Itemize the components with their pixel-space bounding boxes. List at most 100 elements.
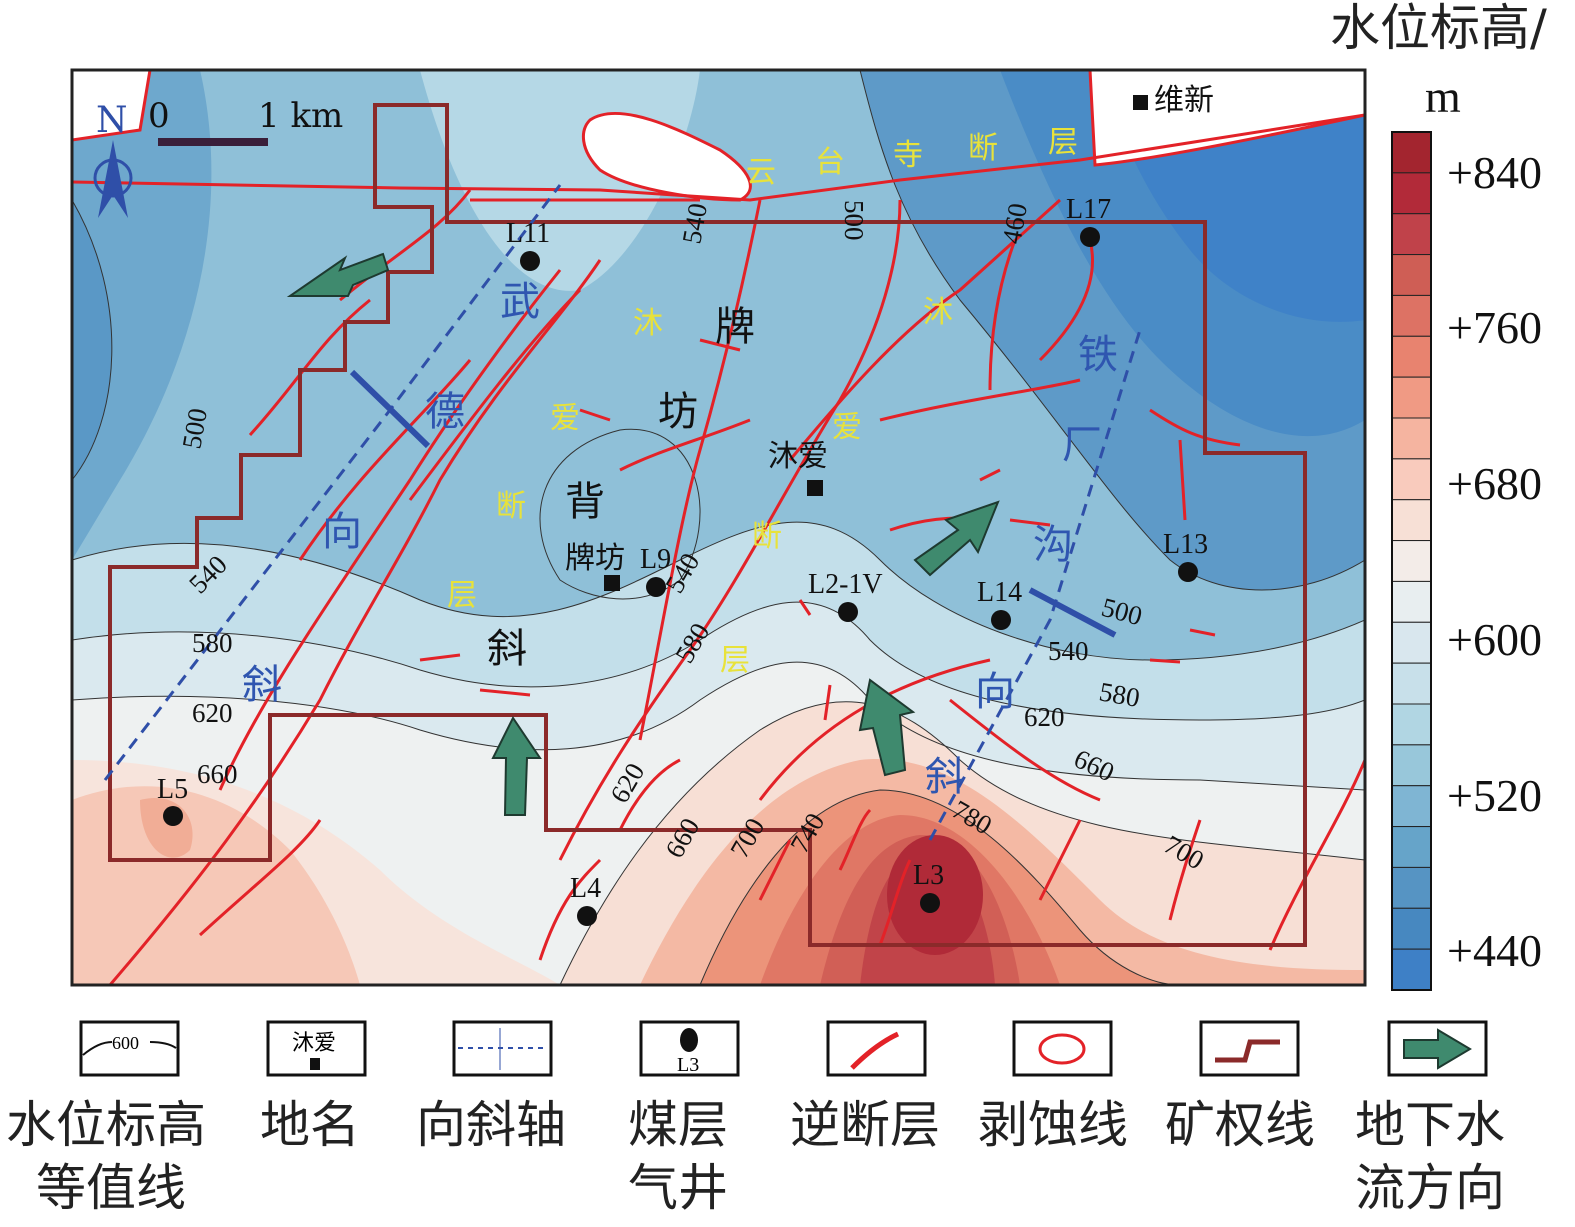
north-label: N	[96, 100, 128, 141]
legend-label: 流方向	[1355, 1159, 1505, 1217]
muai-fault-label-east: 沐 爱 断 层	[720, 295, 953, 678]
place-muai: 沐爱	[768, 439, 828, 474]
char: 武	[500, 279, 540, 325]
char: 断	[496, 489, 526, 524]
well-marker-icon	[163, 806, 183, 826]
colorbar-cell	[1391, 785, 1432, 828]
well-label: L17	[1066, 194, 1111, 225]
colorbar-cell	[1391, 540, 1432, 582]
colorbar-cell	[1391, 294, 1432, 337]
scale-one-km: 1 km	[258, 96, 343, 136]
legend-label: 向斜轴	[416, 1096, 566, 1154]
char: 向	[322, 509, 362, 555]
colorbar-cell	[1391, 458, 1432, 501]
char: 德	[425, 389, 465, 435]
tiechanggou-syncline-axis	[928, 329, 1142, 841]
well-label: L2-1V	[808, 569, 883, 600]
legend-label: 水位标高	[6, 1096, 206, 1154]
contour-label: 620	[192, 698, 233, 728]
char: 断	[968, 131, 998, 166]
legend-labels: 水位标高 等值线 地名 向斜轴 煤层 气井 逆断层 剥蚀线 矿权线 地下水 流方…	[6, 1096, 1505, 1217]
groundwater-flow-arrows	[286, 252, 1000, 816]
flow-arrow	[491, 716, 542, 816]
colorbar-label: +600	[1447, 614, 1542, 665]
well-marker-icon	[838, 602, 858, 622]
char: 坊	[658, 389, 698, 435]
place-marker-icon	[1133, 95, 1148, 110]
well-marker-icon	[577, 906, 597, 926]
legend-label: 地名	[260, 1096, 360, 1154]
char: 层	[720, 643, 750, 678]
char: 寺	[893, 138, 923, 173]
colorbar-cell	[1391, 376, 1432, 419]
reverse-faults	[72, 113, 1365, 985]
colorbar	[1391, 131, 1432, 991]
char: 层	[447, 578, 477, 613]
contour-label: 620	[1024, 702, 1065, 732]
colorbar-cell	[1391, 826, 1432, 868]
legend-label: 剥蚀线	[978, 1096, 1128, 1154]
contour-label: 500	[176, 406, 213, 451]
well-label: L13	[1163, 529, 1208, 560]
legend-contour: 600	[79, 1020, 180, 1077]
flow-arrow	[858, 678, 916, 777]
legend-gas-well: L3	[639, 1020, 740, 1077]
colorbar-unit: m	[1425, 71, 1461, 122]
colorbar-cell	[1391, 580, 1432, 623]
north-arrow-icon	[93, 140, 133, 218]
colorbar-cell	[1391, 662, 1432, 705]
legend-erosion-line	[1012, 1020, 1113, 1077]
colorbar-label: +440	[1447, 925, 1542, 976]
char: 断	[752, 519, 782, 554]
contour-label: 500	[839, 200, 869, 241]
legend-syncline-axis	[452, 1020, 553, 1077]
legend-sample: L3	[677, 1054, 699, 1076]
legend: 600 沐爱 L3	[79, 1020, 1488, 1077]
colorbar-cell	[1391, 172, 1432, 215]
colorbar-cell	[1391, 703, 1432, 746]
colorbar-cell	[1391, 907, 1432, 950]
contour-label: 580	[192, 628, 233, 658]
muai-fault-label-west: 沐 爱 断 层	[447, 306, 663, 613]
char: 沟	[1033, 522, 1073, 568]
char: 台	[815, 145, 845, 180]
flow-arrow	[286, 252, 390, 297]
place-paifang: 牌坊	[565, 541, 625, 576]
well-label: L14	[977, 577, 1022, 608]
char: 向	[975, 669, 1015, 715]
colorbar-cell	[1391, 254, 1432, 296]
colorbar-cell	[1391, 131, 1432, 174]
well-label: L3	[913, 860, 944, 891]
contour-label: 580	[1097, 676, 1142, 713]
legend-label: 地下水	[1355, 1096, 1505, 1154]
char: 背	[565, 479, 605, 525]
char: 爱	[550, 401, 580, 436]
well-label: L5	[157, 774, 188, 805]
char: 斜	[487, 626, 527, 672]
legend-mining-boundary	[1199, 1020, 1300, 1077]
char: 牌	[715, 304, 755, 350]
colorbar-cell	[1391, 499, 1432, 542]
legend-label: 气井	[628, 1159, 728, 1217]
contour-label: 460	[996, 201, 1033, 246]
char: 斜	[925, 754, 965, 800]
legend-flow-direction	[1387, 1020, 1488, 1077]
legend-label: 煤层	[628, 1096, 728, 1154]
char: 厂	[1062, 422, 1102, 468]
well-marker-icon	[1080, 227, 1100, 247]
char: 沐	[633, 306, 663, 341]
colorbar-title: 水位标高/	[1330, 0, 1547, 57]
colorbar-cell	[1391, 948, 1432, 991]
colorbar-frame	[1391, 131, 1432, 991]
yuntaisi-fault-label: 云 台 寺 断 层	[746, 125, 1078, 190]
colorbar-cell	[1391, 866, 1432, 909]
well-label: L11	[506, 218, 550, 249]
legend-label: 逆断层	[790, 1096, 940, 1154]
well-marker-icon	[520, 251, 540, 271]
char: 沐	[923, 295, 953, 330]
paifang-anticline-label: 牌 坊 背 斜	[487, 304, 755, 672]
well-marker-icon	[1178, 562, 1198, 582]
colorbar-cell	[1391, 744, 1432, 787]
colorbar-cell	[1391, 621, 1432, 664]
well-marker-icon	[991, 610, 1011, 630]
